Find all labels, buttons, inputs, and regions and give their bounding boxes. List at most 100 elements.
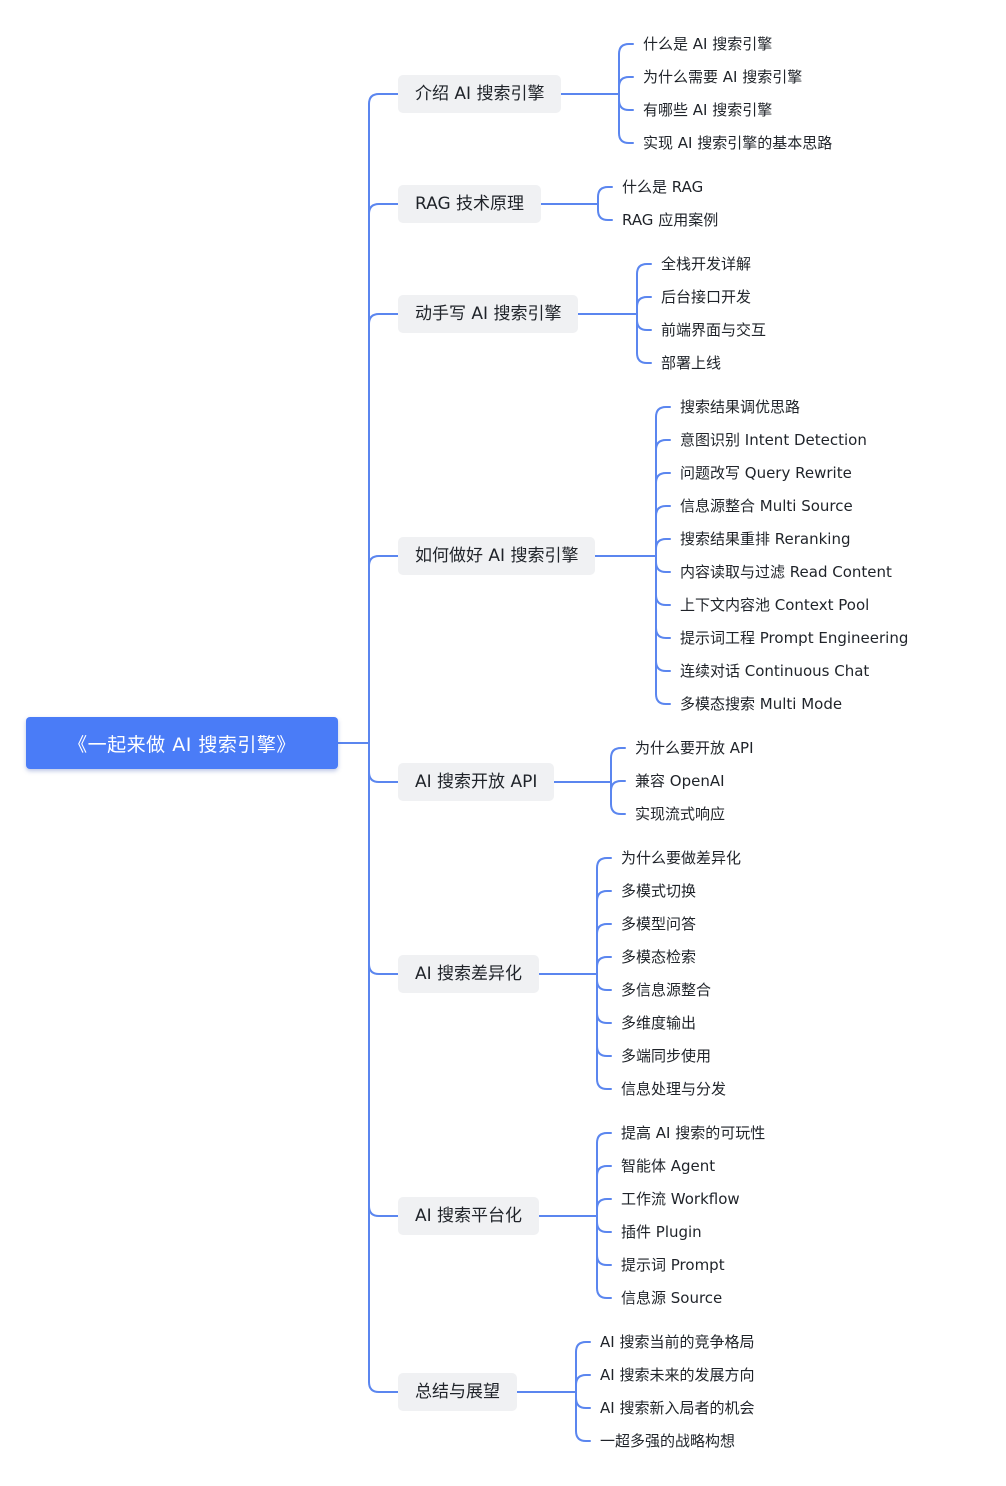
leaf-connector — [655, 439, 671, 451]
leaf-node[interactable]: 后台接口开发 — [661, 288, 752, 306]
leaf-node[interactable]: 内容读取与过滤 Read Content — [680, 563, 892, 581]
leaf-connector — [655, 538, 671, 550]
leaf-node[interactable]: 多端同步使用 — [621, 1047, 712, 1065]
leaf-connector — [636, 263, 652, 275]
leaf-node[interactable]: 多模式切换 — [621, 882, 697, 900]
leaf-node[interactable]: 问题改写 Query Rewrite — [680, 464, 852, 482]
leaf-node[interactable]: 前端界面与交互 — [661, 321, 767, 339]
leaf-node[interactable]: 提示词工程 Prompt Engineering — [680, 629, 909, 647]
leaf-connector — [596, 1165, 612, 1177]
leaf-node[interactable]: 多模型问答 — [621, 915, 697, 933]
leaf-node[interactable]: 搜索结果调优思路 — [680, 398, 801, 416]
leaf-node[interactable]: 全栈开发详解 — [661, 255, 752, 273]
leaf-node[interactable]: 工作流 Workflow — [621, 1190, 740, 1208]
leaf-node[interactable]: 兼容 OpenAI — [635, 772, 725, 790]
leaf-node[interactable]: 信息处理与分发 — [621, 1080, 727, 1098]
leaf-connector — [636, 296, 652, 308]
leaf-connector — [655, 594, 671, 606]
leaf-node[interactable]: 为什么要开放 API — [635, 739, 754, 757]
leaf-node[interactable]: 多模态搜索 Multi Mode — [680, 695, 843, 713]
leaf-node[interactable]: 连续对话 Continuous Chat — [680, 662, 870, 680]
leaf-connector — [655, 561, 671, 573]
leaf-connector — [610, 780, 626, 792]
leaf-connector — [575, 1374, 591, 1386]
leaf-connector — [618, 132, 634, 144]
leaf-connector — [655, 693, 671, 705]
leaf-connector — [596, 1012, 612, 1024]
leaf-connector — [597, 209, 613, 221]
branch-connector — [368, 1205, 399, 1217]
leaf-node[interactable]: 为什么需要 AI 搜索引擎 — [643, 68, 803, 86]
leaf-node[interactable]: 为什么要做差异化 — [621, 849, 742, 867]
leaf-node[interactable]: AI 搜索新入局者的机会 — [600, 1399, 755, 1417]
leaf-node[interactable]: 什么是 RAG — [622, 178, 704, 196]
leaf-connector — [596, 1221, 612, 1233]
leaf-node[interactable]: 多维度输出 — [621, 1014, 697, 1032]
leaf-node[interactable]: 信息源 Source — [621, 1289, 723, 1307]
leaf-connector — [596, 956, 612, 968]
leaf-connector — [655, 627, 671, 639]
leaf-node[interactable]: 上下文内容池 Context Pool — [680, 596, 870, 614]
leaf-connector — [575, 1341, 591, 1353]
leaf-connector — [655, 505, 671, 517]
leaf-node[interactable]: 多信息源整合 — [621, 981, 712, 999]
leaf-connector — [655, 660, 671, 672]
branch-connector — [368, 555, 399, 567]
leaf-connector — [610, 747, 626, 759]
leaf-node[interactable]: 实现流式响应 — [635, 805, 726, 823]
leaf-node[interactable]: 信息源整合 Multi Source — [680, 497, 853, 515]
leaf-node[interactable]: 提高 AI 搜索的可玩性 — [621, 1124, 766, 1142]
leaf-connector — [610, 803, 626, 815]
leaf-node[interactable]: RAG 应用案例 — [622, 211, 719, 229]
branch-connector — [368, 771, 399, 783]
leaf-node[interactable]: 一超多强的战略构想 — [600, 1432, 736, 1450]
branch-optimize[interactable]: 如何做好 AI 搜索引擎 — [398, 537, 596, 575]
leaf-node[interactable]: 有哪些 AI 搜索引擎 — [643, 101, 773, 119]
leaf-connector — [636, 352, 652, 364]
leaf-node[interactable]: 部署上线 — [661, 354, 722, 372]
leaf-node[interactable]: 智能体 Agent — [621, 1157, 716, 1175]
branch-open-api[interactable]: AI 搜索开放 API — [398, 763, 555, 801]
leaf-connector — [618, 99, 634, 111]
leaf-connector — [597, 186, 613, 198]
branch-connector — [368, 313, 399, 325]
leaf-connector — [596, 1132, 612, 1144]
branch-build[interactable]: 动手写 AI 搜索引擎 — [398, 295, 579, 333]
leaf-connector — [655, 406, 671, 418]
leaf-connector — [596, 1078, 612, 1090]
leaf-connector — [636, 319, 652, 331]
branch-intro[interactable]: 介绍 AI 搜索引擎 — [398, 75, 562, 113]
branch-connector — [368, 1381, 399, 1393]
root-node[interactable]: 《一起来做 AI 搜索引擎》 — [26, 717, 338, 769]
leaf-node[interactable]: 提示词 Prompt — [621, 1256, 725, 1274]
leaf-connector — [575, 1397, 591, 1409]
leaf-connector — [596, 1287, 612, 1299]
leaf-node[interactable]: 实现 AI 搜索引擎的基本思路 — [643, 134, 833, 152]
leaf-node[interactable]: 搜索结果重排 Reranking — [680, 530, 851, 548]
branch-platform[interactable]: AI 搜索平台化 — [398, 1197, 540, 1235]
branch-summary[interactable]: 总结与展望 — [398, 1373, 517, 1411]
leaf-node[interactable]: 插件 Plugin — [621, 1223, 702, 1241]
leaf-node[interactable]: 多模态检索 — [621, 948, 697, 966]
branch-connector — [368, 963, 399, 975]
branch-connector — [368, 93, 399, 105]
leaf-connector — [596, 1045, 612, 1057]
leaf-connector — [596, 857, 612, 869]
leaf-connector — [596, 1198, 612, 1210]
leaf-node[interactable]: 意图识别 Intent Detection — [680, 431, 867, 449]
leaf-connector — [596, 979, 612, 991]
leaf-node[interactable]: AI 搜索当前的竞争格局 — [600, 1333, 755, 1351]
branch-differentiation[interactable]: AI 搜索差异化 — [398, 955, 540, 993]
leaf-connector — [596, 890, 612, 902]
branch-rag[interactable]: RAG 技术原理 — [398, 185, 542, 223]
leaf-connector — [618, 76, 634, 88]
leaf-node[interactable]: 什么是 AI 搜索引擎 — [643, 35, 773, 53]
leaf-node[interactable]: AI 搜索未来的发展方向 — [600, 1366, 755, 1384]
leaf-connector — [618, 43, 634, 55]
leaf-connector — [596, 1254, 612, 1266]
leaf-connector — [596, 923, 612, 935]
leaf-connector — [575, 1430, 591, 1442]
branch-connector — [368, 203, 399, 215]
